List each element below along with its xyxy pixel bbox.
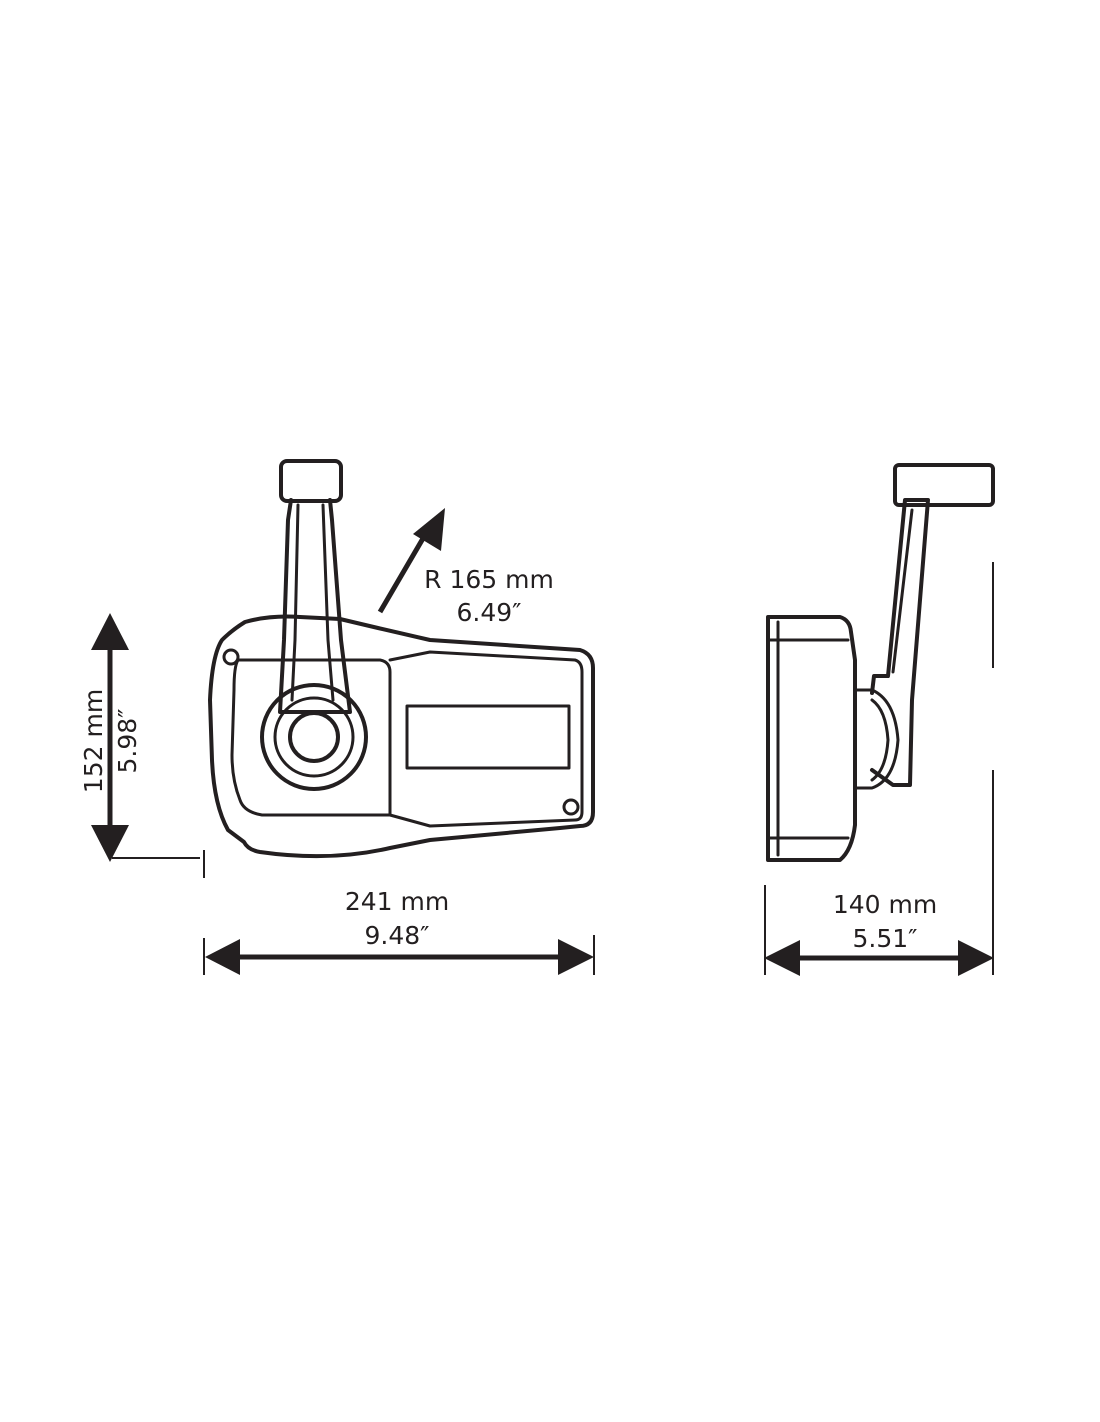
width-side-arrow-head-left [764, 940, 800, 976]
width-side-metric-label: 140 mm [833, 890, 937, 919]
front-view [208, 459, 595, 859]
screw-top-left-icon [222, 648, 240, 666]
front-housing [208, 614, 595, 859]
height-arrow-head-bottom [91, 825, 129, 862]
width-front-metric-label: 241 mm [345, 887, 449, 916]
width-front-extension-lines [203, 935, 595, 975]
front-right-panel [388, 650, 584, 828]
height-metric-label: 152 mm [79, 689, 108, 793]
side-lever-arm-inner [891, 508, 914, 674]
width-front-imperial-label: 9.48″ [364, 921, 429, 950]
lever-hub-center [288, 711, 340, 763]
lever-hub-ring [273, 696, 355, 778]
side-view [766, 463, 995, 862]
side-lever-arm [870, 498, 930, 787]
height-dimension [91, 613, 205, 878]
radius-arrow-shaft [377, 533, 428, 614]
width-side-extension-lines [764, 562, 994, 975]
radius-arrow-head [413, 508, 445, 551]
side-boss [853, 688, 900, 790]
side-housing-edge [766, 620, 850, 857]
front-lever-arm [278, 498, 352, 714]
width-front-arrow-head-left [205, 939, 240, 975]
width-side-dimension [764, 562, 994, 976]
front-lever-knob [279, 459, 343, 503]
radius-metric-label: R 165 mm [424, 565, 554, 594]
width-side-imperial-label: 5.51″ [852, 924, 917, 953]
front-housing-bevel [230, 658, 392, 817]
side-housing [766, 615, 857, 862]
front-lever-arm-inner [290, 503, 335, 702]
side-lever-knob [893, 463, 995, 507]
side-boss-inner [870, 698, 890, 782]
lever-hub-outer [260, 683, 368, 791]
width-front-arrow-head-right [558, 939, 594, 975]
label-plate [405, 704, 571, 770]
screw-bottom-right-icon [562, 798, 580, 816]
height-imperial-label: 5.98″ [113, 708, 142, 773]
width-front-dimension [203, 935, 595, 975]
radius-imperial-label: 6.49″ [456, 598, 521, 627]
height-extension-line [112, 850, 205, 878]
width-side-arrow-head-right [958, 940, 994, 976]
height-arrow-head-top [91, 613, 129, 650]
